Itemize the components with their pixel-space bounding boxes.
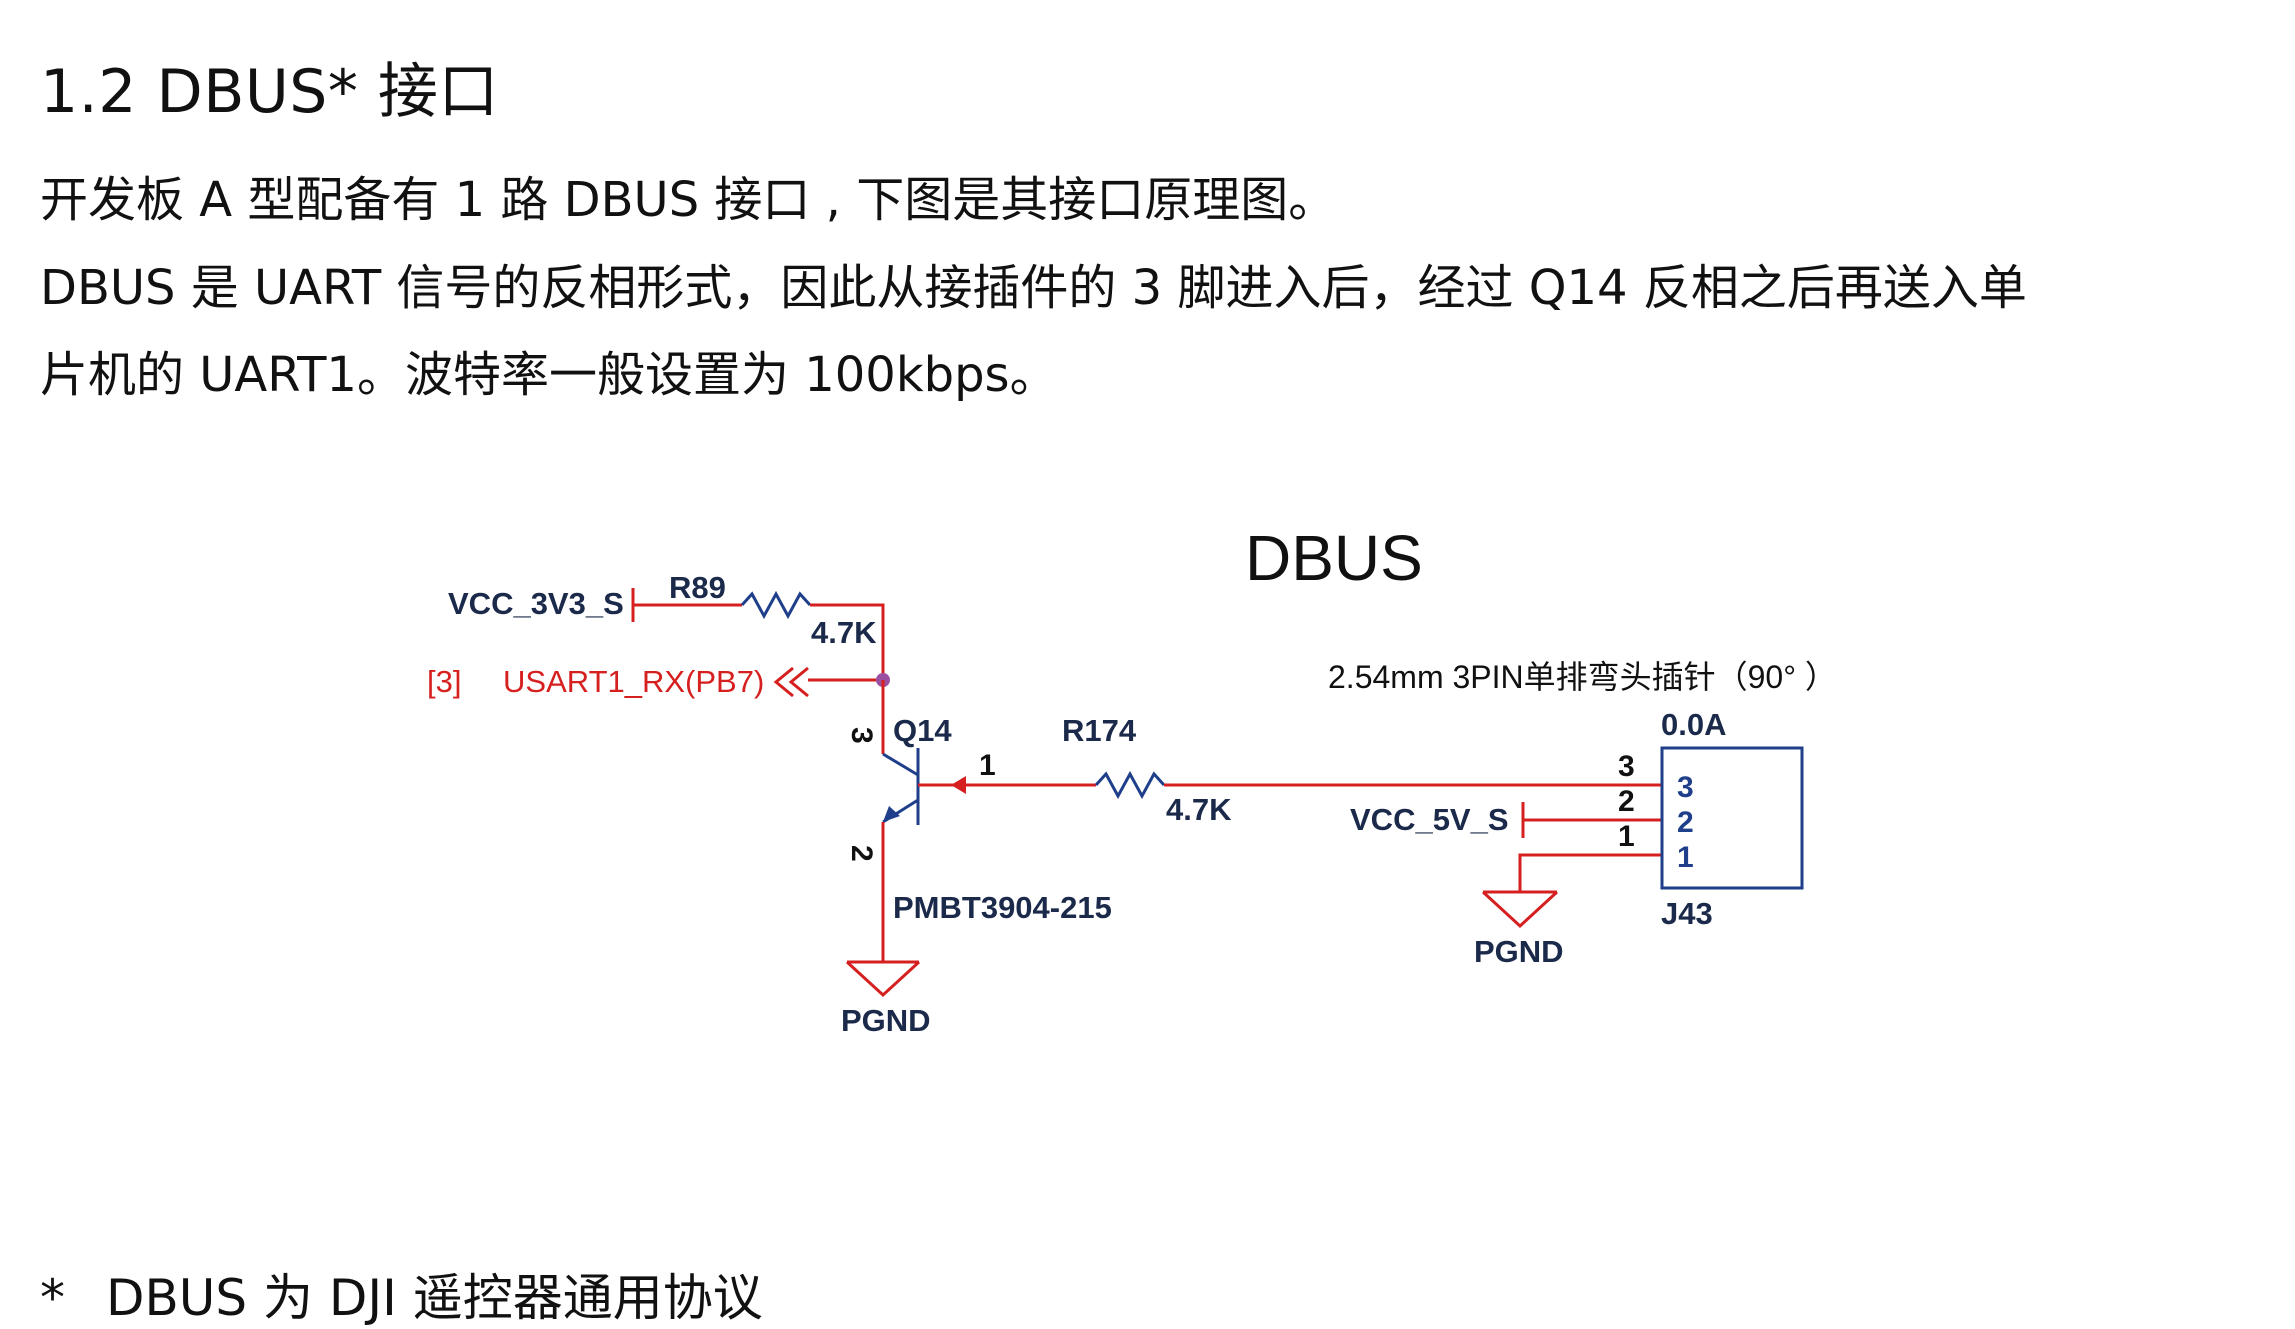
- q14-ref: Q14: [893, 713, 952, 748]
- paragraph-2: DBUS 是 UART 信号的反相形式，因此从接插件的 3 脚进入后，经过 Q1…: [40, 260, 2027, 316]
- pin1-wire: [1518, 853, 1662, 892]
- connector-ref: J43: [1661, 896, 1713, 931]
- r89-value: 4.7K: [811, 615, 877, 650]
- connector-pin-3: 3: [1677, 771, 1694, 804]
- schematic-title: DBUS: [1245, 522, 1423, 594]
- collector-pin-num: 3: [845, 727, 878, 744]
- r174-value: 4.7K: [1166, 792, 1232, 827]
- gnd-left-label: PGND: [841, 1003, 931, 1038]
- connector-pin-1: 1: [1677, 841, 1694, 874]
- vcc-5v-label: VCC_5V_S: [1350, 802, 1509, 837]
- ground-right-icon: [1481, 890, 1559, 929]
- section-heading: 1.2 DBUS* 接口: [40, 57, 499, 127]
- paragraph-1: 开发板 A 型配备有 1 路 DBUS 接口 , 下图是其接口原理图。: [40, 172, 1337, 228]
- r89-to-collector-wire: [810, 603, 885, 680]
- connector-pin-2: 2: [1677, 806, 1694, 839]
- connector-j43-body: [1660, 746, 1804, 890]
- wire-pin-3: 3: [1618, 750, 1635, 783]
- gnd-right-label: PGND: [1474, 934, 1564, 969]
- vcc-3v3-label: VCC_3V3_S: [448, 586, 624, 621]
- off-page-arrow-icon: [773, 666, 809, 698]
- footnote-marker: *: [40, 1269, 65, 1327]
- vcc-3v3-symbol: [631, 588, 742, 622]
- base-pin-num: 1: [979, 749, 996, 782]
- ground-left-icon: [845, 960, 921, 998]
- connector-current: 0.0A: [1661, 707, 1726, 742]
- connector-note: 2.54mm 3PIN单排弯头插针（90° ）: [1328, 659, 1837, 695]
- r174-resistor: [1094, 770, 1166, 800]
- r174-ref: R174: [1062, 713, 1137, 748]
- emitter-pin-num: 2: [845, 845, 878, 862]
- emitter-arrow-icon: [883, 806, 900, 822]
- base-arrow-icon: [951, 776, 966, 794]
- footnote-text: DBUS 为 DJI 遥控器通用协议: [106, 1269, 763, 1327]
- transistor-part: PMBT3904-215: [893, 890, 1112, 925]
- usart1-rx-net-label: USART1_RX(PB7): [503, 664, 764, 699]
- r89-resistor: [740, 590, 812, 620]
- footnote: * DBUS 为 DJI 遥控器通用协议: [40, 1268, 763, 1328]
- wire-pin-1: 1: [1618, 820, 1635, 853]
- paragraph-3: 片机的 UART1。波特率一般设置为 100kbps。: [40, 347, 1058, 403]
- sheet-ref: [3]: [427, 664, 461, 699]
- r89-ref: R89: [669, 570, 726, 605]
- wire-pin-2: 2: [1618, 785, 1635, 818]
